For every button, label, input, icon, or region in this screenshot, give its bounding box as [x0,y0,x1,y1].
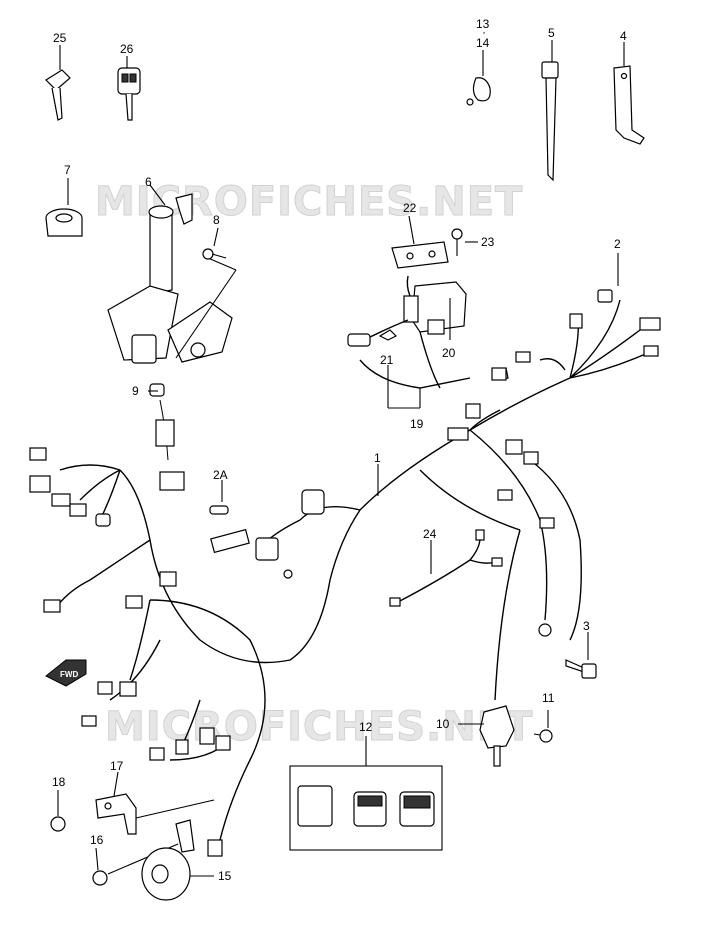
fuse-2A [209,480,229,515]
callout-6: 6 [145,175,152,189]
callout-22: 22 [403,201,417,215]
callout-20: 20 [442,346,456,360]
callout-3: 3 [583,619,590,633]
key-26 [117,56,141,121]
callout-7: 7 [64,163,71,177]
wiring-harness-1 [57,299,651,841]
ignition-switch-6 [107,184,237,364]
fwd-label: FWD [60,670,78,679]
callout-12: 12 [359,720,373,734]
relay-set-12 [289,736,443,851]
callout-9: 9 [132,384,139,398]
callout-26: 26 [120,42,134,56]
fwd-arrow: FWD [45,659,87,687]
horn-15 [141,819,214,901]
callout-2A: 2A [213,468,228,482]
starter-relay-19 [347,275,509,409]
screw-3 [565,632,597,679]
callout-25: 25 [53,31,67,45]
clamp-4 [613,42,645,145]
callout-13: 13 [476,17,490,31]
watermark-bottom: MICROFICHES.NET [105,704,533,750]
callout-8: 8 [213,213,220,227]
screw-18 [50,790,66,832]
callout-4: 4 [620,29,627,43]
callout-11: 11 [542,691,555,705]
plate-22 [391,215,449,269]
callout-2: 2 [614,237,621,251]
tie-band-5 [541,40,559,182]
screw-8 [202,227,227,260]
callout-19: 19 [410,417,424,431]
clip-13-14 [466,50,491,106]
sub-harness-24 [389,529,503,607]
callout-5: 5 [548,26,555,40]
callout-10: 10 [436,717,450,731]
callout-23: 23 [481,235,495,249]
callout-24: 24 [423,527,437,541]
screw-23 [451,228,478,256]
grommet-7 [45,178,83,237]
bracket-17 [95,771,215,835]
harness-connectors [29,289,661,857]
sensor-10 [458,705,515,767]
callout-18: 18 [52,775,66,789]
callout-14: 14 [476,36,490,50]
callout-15: 15 [218,869,232,883]
callout-21: 21 [380,353,394,367]
screw-11 [533,710,553,743]
callout-1: 1 [374,451,381,465]
key-25 [45,45,71,121]
callout-17: 17 [110,759,124,773]
callout-dot: · [482,25,486,39]
callout-16: 16 [90,833,104,847]
